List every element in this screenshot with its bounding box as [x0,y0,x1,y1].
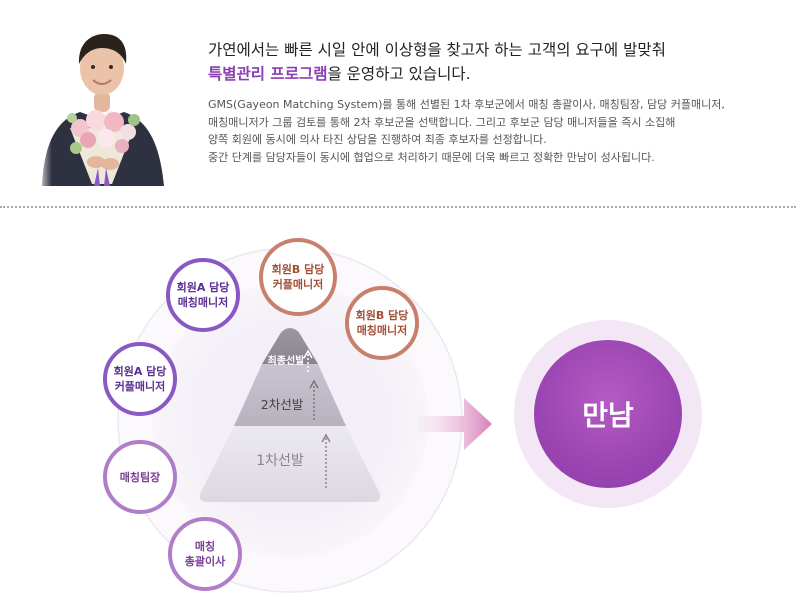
bubble-label: 회원B 담당 매칭매니저 [355,309,409,337]
dotted-divider [0,206,796,208]
bubble-label: 회원A 담당 매칭매니저 [176,281,230,309]
headline-line-1: 가연에서는 빠른 시일 안에 이상형을 찾고자 하는 고객의 요구에 발맞춰 [208,41,666,59]
process-diagram: 최종선발 2차선발 1차선발 회원A 담당 매칭매니저 회원B 담당 커플매니저… [0,212,796,595]
description-line: 중간 단계를 담당자들이 동시에 협업으로 처리하기 때문에 더욱 빠르고 정확… [208,150,655,164]
tier-first-label: 1차선발 [256,453,304,469]
tier-second-label: 2차선발 [260,397,304,412]
bubble-matching-team-lead: 매칭팀장 [103,440,177,514]
description-line: GMS(Gayeon Matching System)를 통해 선별된 1차 후… [208,98,725,111]
bubble-member-a-couple-manager: 회원A 담당 커플매니저 [103,342,177,416]
transition-arrow [418,398,492,450]
description-line: 양쪽 회원에 동시에 의사 타진 상담을 진행하여 최종 후보자를 선정합니다. [208,133,547,147]
pyramid-tier-first [199,426,381,502]
bubble-member-b-couple-manager: 회원B 담당 커플매니저 [259,238,337,316]
pyramid-tier-second [234,364,346,426]
bubble-label: 회원A 담당 커플매니저 [113,365,167,393]
intro-section: 가연에서는 빠른 시일 안에 이상형을 찾고자 하는 고객의 요구에 발맞춰 특… [0,0,796,200]
headline-accent: 특별관리 프로그램 [208,65,328,83]
description-line: 매칭매니저가 그룹 검토를 통해 2차 후보군을 선택합니다. 그리고 후보군 … [208,115,676,129]
bubble-matching-director: 매칭 총괄이사 [168,517,242,591]
pyramid-tier-final [262,328,318,364]
headline: 가연에서는 빠른 시일 안에 이상형을 찾고자 하는 고객의 요구에 발맞춰 특… [208,38,666,86]
bubble-member-a-matching-manager: 회원A 담당 매칭매니저 [166,258,240,332]
tier-final-label: 최종선발 [267,356,305,367]
bubble-label: 매칭팀장 [119,470,161,484]
result-circle: 만남 [534,340,682,488]
result-label: 만남 [582,399,634,432]
bubble-member-b-matching-manager: 회원B 담당 매칭매니저 [345,286,419,360]
headline-line-2-rest: 을 운영하고 있습니다. [327,65,471,83]
bubble-label: 매칭 총괄이사 [184,540,226,568]
headline-line-2: 특별관리 프로그램을 운영하고 있습니다. [208,62,666,86]
consultant-portrait [36,24,168,186]
bubble-label: 회원B 담당 커플매니저 [271,263,325,291]
description: GMS(Gayeon Matching System)를 통해 선별된 1차 후… [208,96,788,166]
